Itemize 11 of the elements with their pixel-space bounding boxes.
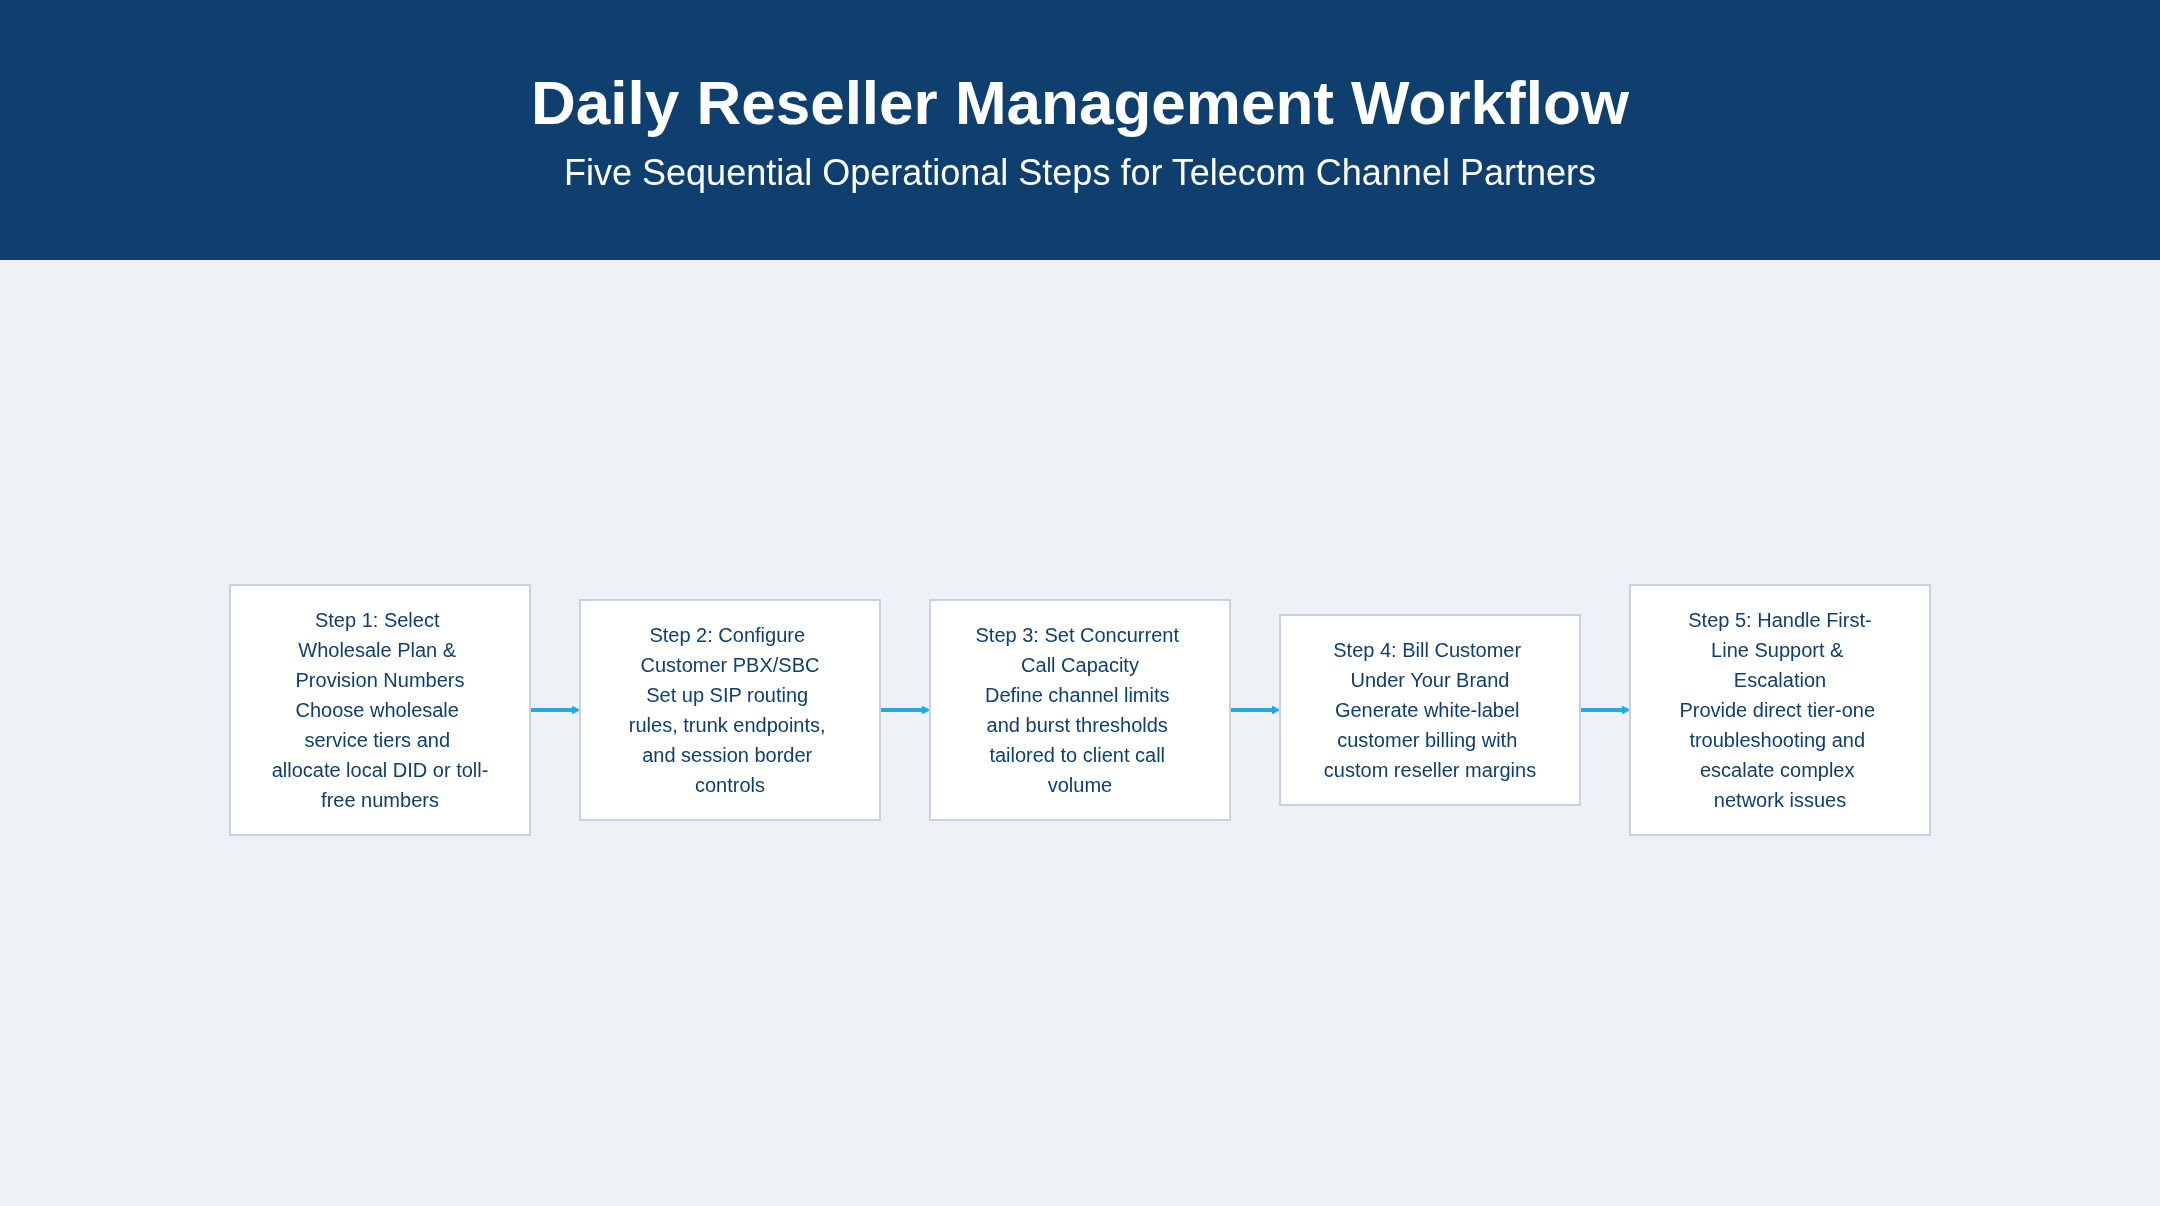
node-box: Step 5: Handle First-Line Support & Escalation Provide direct tier-one troubleshooting and escalate complex network issues [1629, 584, 1931, 836]
arrow [1580, 705, 1631, 715]
node-box: Step 3: Set Concurrent Call Capacity Define channel limits and burst thresholds tailored to client call volume [929, 599, 1231, 821]
arrow [880, 705, 931, 715]
node-box: Step 1: Select Wholesale Plan & Provision Numbers Choose wholesale service tiers and allocate local DID or toll-free numbers [229, 584, 531, 836]
arrow [1230, 705, 1281, 715]
node-box: Step 4: Bill Customer Under Your Brand Generate white-label customer billing with custom reseller margins [1279, 614, 1581, 806]
node-box: Step 2: Configure Customer PBX/SBC Set up SIP routing rules, trunk endpoints, and session border controls [579, 599, 881, 821]
arrow [530, 705, 581, 715]
title: Daily Reseller Management Workflow [531, 66, 1629, 138]
subtitle: Five Sequential Operational Steps for Telecom Channel Partners [564, 151, 1596, 194]
